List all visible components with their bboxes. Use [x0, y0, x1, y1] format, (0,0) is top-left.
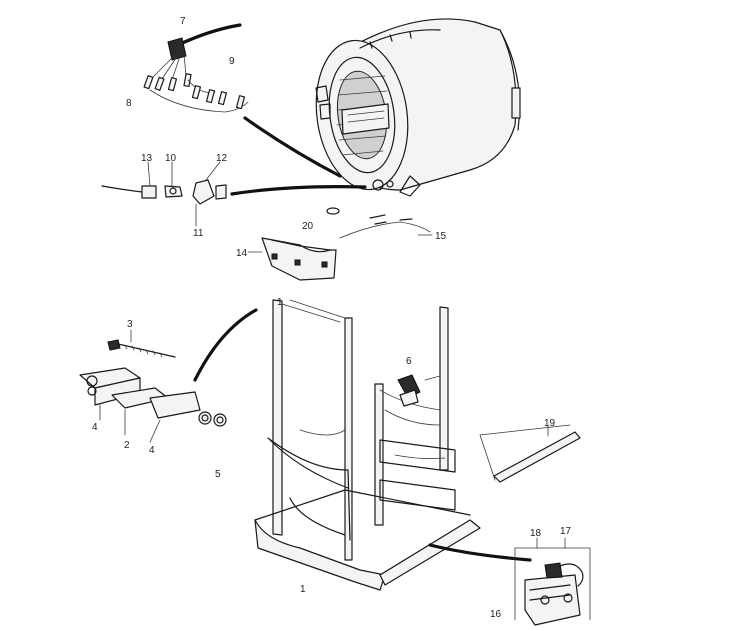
callout-2: 2 — [124, 440, 130, 451]
hose-fittings — [101, 179, 367, 205]
frame-cable-left — [193, 308, 258, 382]
callout-1-bottom: 1 — [300, 584, 306, 595]
callout-labels: 7 9 8 13 10 12 11 20 15 14 1 3 6 2 4 4 5… — [92, 16, 572, 620]
callout-16: 16 — [490, 609, 502, 620]
callout-11: 11 — [193, 228, 204, 239]
callout-12: 12 — [216, 153, 228, 164]
callout-19: 19 — [544, 418, 556, 429]
bolt-3 — [107, 339, 176, 358]
frame-cable-bottom — [428, 543, 532, 562]
small-parts — [326, 207, 431, 239]
callout-15: 15 — [435, 231, 447, 242]
callout-18: 18 — [530, 528, 542, 539]
callout-17: 17 — [560, 526, 572, 537]
callout-14: 14 — [236, 248, 248, 259]
callout-8-top: 8 — [126, 98, 132, 109]
callout-20: 20 — [302, 221, 314, 232]
rail-19 — [479, 424, 581, 483]
clip-6 — [397, 374, 441, 407]
drum-assembly — [315, 18, 521, 197]
frame-assembly — [254, 299, 481, 591]
leader-lines — [130, 161, 566, 549]
callout-13: 13 — [141, 153, 153, 164]
pump-motor — [514, 547, 591, 626]
callout-6: 6 — [406, 356, 412, 367]
bracket-14 — [261, 237, 337, 281]
callout-10: 10 — [165, 153, 177, 164]
callout-4-mid: 4 — [149, 445, 155, 456]
callout-3: 3 — [127, 319, 133, 330]
wiring-harness — [143, 23, 342, 178]
callout-5: 5 — [215, 469, 221, 480]
callout-4-left: 4 — [92, 422, 98, 433]
callout-9-top: 9 — [229, 56, 235, 67]
hardware-brackets — [79, 367, 227, 443]
callout-7-top: 7 — [180, 16, 186, 27]
callout-1-top: 1 — [277, 297, 283, 308]
